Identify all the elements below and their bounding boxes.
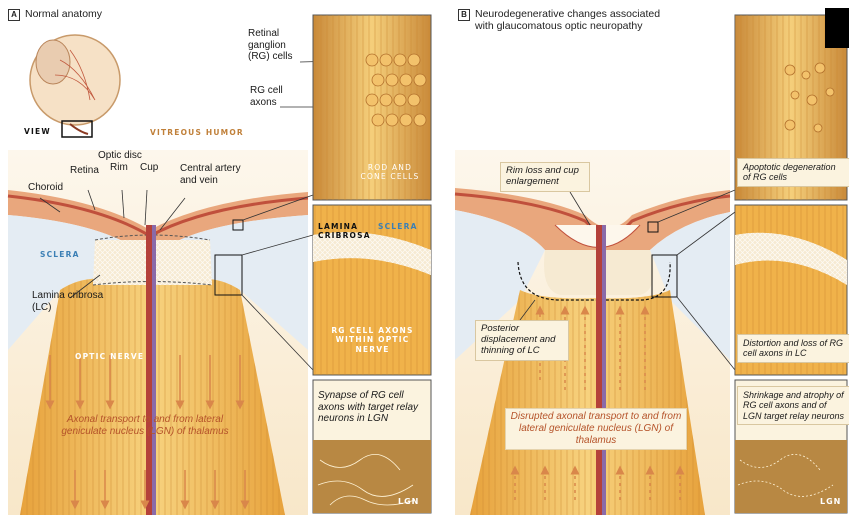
panel-b-title: B Neurodegenerative changes associated w… [458, 8, 678, 32]
label-rg-axons: RG cell axons [250, 85, 290, 108]
note-apoptotic: Apoptotic degeneration of RG cells [737, 158, 849, 187]
label-rim: Rim [110, 162, 128, 174]
label-lgn-a: LGN [398, 497, 419, 506]
central-artery [146, 225, 152, 515]
label-optic-disc: Optic disc [98, 150, 142, 162]
panel-a-letter: A [8, 9, 20, 21]
label-inset-sclera: SCLERA [378, 222, 418, 231]
panel-a-insets [313, 15, 431, 513]
panel-b-insets [735, 8, 849, 513]
note-rim-loss: Rim loss and cup enlargement [500, 162, 590, 192]
label-inset-lamina: LAMINA CRIBROSA [318, 222, 368, 241]
panel-b-title-text: Neurodegenerative changes associated wit… [475, 8, 678, 32]
redaction-box [825, 8, 849, 48]
label-vitreous: VITREOUS HUMOR [150, 128, 244, 137]
panel-a-title: A Normal anatomy [8, 8, 102, 21]
panel-b-letter: B [458, 9, 470, 21]
label-rod-cone: ROD AND CONE CELLS [360, 163, 420, 182]
label-choroid: Choroid [28, 182, 63, 194]
label-synapse: Synapse of RG cell axons with target rel… [318, 390, 428, 425]
panel-a-title-text: Normal anatomy [25, 8, 102, 20]
label-lamina-cribrosa: Lamina cribrosa (LC) [32, 290, 112, 313]
label-view: VIEW [24, 127, 51, 136]
label-optic-nerve: OPTIC NERVE [75, 352, 144, 361]
caption-axonal-transport: Axonal transport to and from lateral gen… [45, 414, 245, 438]
eyeball-illustration [30, 35, 120, 137]
label-lgn-b: LGN [820, 497, 841, 506]
note-shrinkage: Shrinkage and atrophy of RG cell axons a… [737, 386, 849, 425]
label-rg-within: RG CELL AXONS WITHIN OPTIC NERVE [330, 326, 415, 354]
label-sclera-a: SCLERA [40, 250, 80, 259]
caption-disrupted-transport: Disrupted axonal transport to and from l… [505, 408, 687, 450]
label-cup: Cup [140, 162, 158, 174]
label-retinal-ganglion: Retinal ganglion (RG) cells [248, 28, 303, 63]
label-central-artery: Central artery and vein [180, 163, 260, 186]
note-distortion: Distortion and loss of RG cell axons in … [737, 334, 849, 363]
note-posterior: Posterior displacement and thinning of L… [475, 320, 569, 361]
label-retina: Retina [70, 165, 99, 177]
